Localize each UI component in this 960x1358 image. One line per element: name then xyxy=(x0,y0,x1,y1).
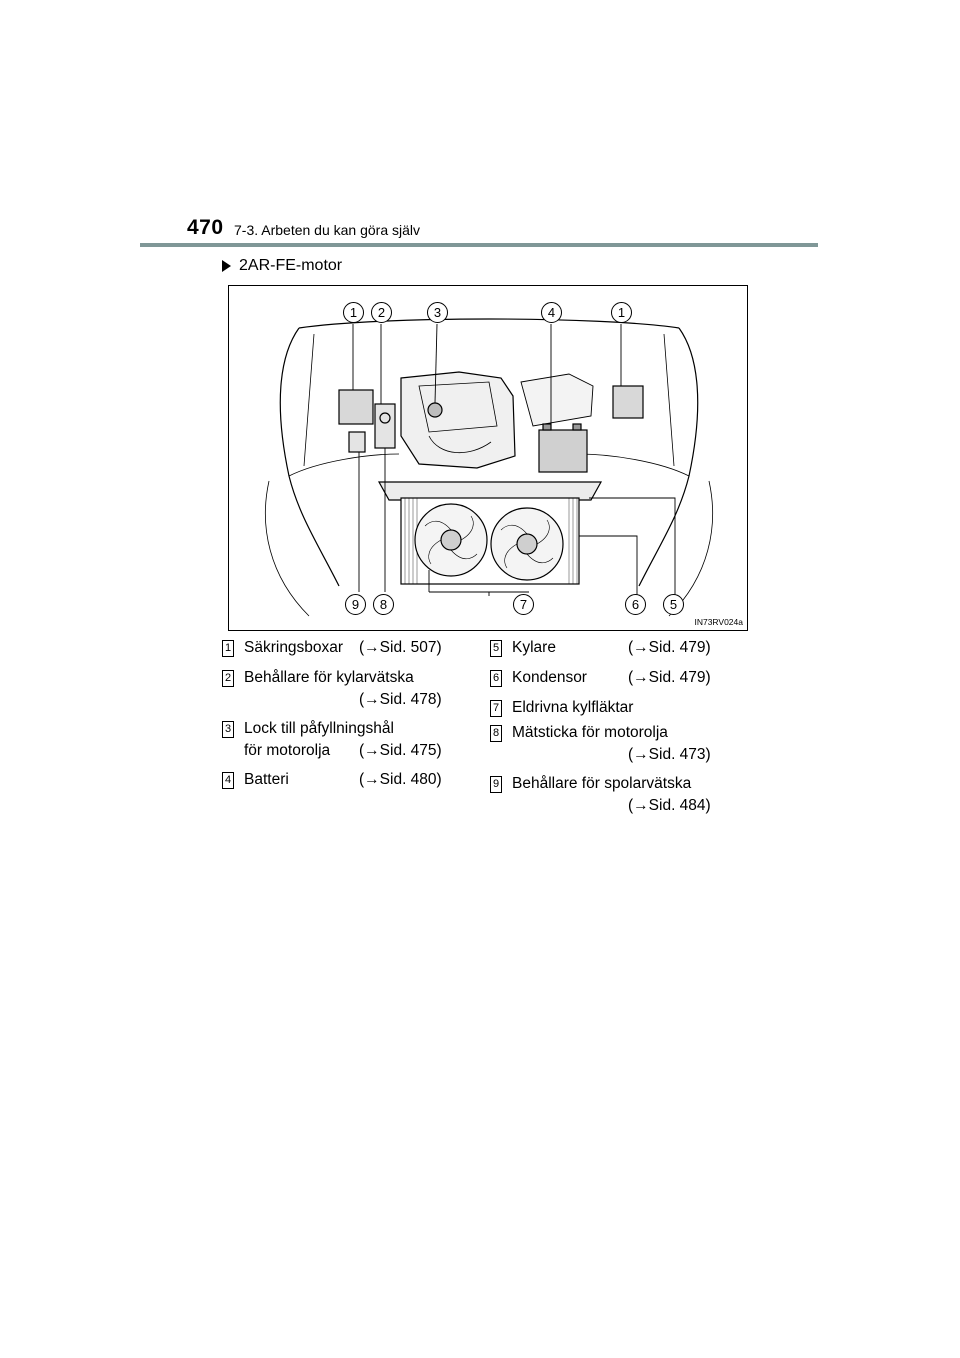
legend-ref: (→Sid. 478) xyxy=(359,691,442,708)
legend-label: Eldrivna kylfläktar xyxy=(512,699,634,716)
legend-right: 5 Kylare (→Sid. 479) 6 Kondensor (→Sid. … xyxy=(490,637,735,824)
legend-number: 4 xyxy=(222,772,234,789)
legend-item: 8 Mätsticka för motorolja (→Sid. 473) xyxy=(490,722,735,773)
engine-block xyxy=(400,371,516,469)
subsection-heading: 2AR-FE-motor xyxy=(222,257,342,275)
legend-ref: (→Sid. 507) xyxy=(359,639,442,656)
legend-label: Kondensor xyxy=(512,669,587,686)
legend-label: Lock till påfyllningshål xyxy=(244,720,394,737)
legend-ref: (→Sid. 484) xyxy=(628,797,711,814)
engine-bay-illustration: 1 2 3 4 1 9 8 7 6 5 IN73RV024a xyxy=(228,285,748,631)
battery xyxy=(538,429,588,473)
legend-number: 1 xyxy=(222,640,234,657)
legend-label-continued: för motorolja xyxy=(244,742,331,759)
legend-ref: (→Sid. 475) xyxy=(359,742,442,759)
legend-ref: (→Sid. 479) xyxy=(628,639,711,656)
legend-label: Batteri xyxy=(244,771,289,788)
legend-number: 9 xyxy=(490,776,502,793)
callout-1b: 1 xyxy=(611,302,632,323)
legend-number: 3 xyxy=(222,721,234,738)
legend-item: 2 Behållare för kylarvätska (→Sid. 478) xyxy=(222,667,467,718)
section-title: 7-3. Arbeten du kan göra själv xyxy=(234,222,421,238)
legend-item: 1 Säkringsboxar (→Sid. 507) xyxy=(222,637,467,667)
legend-ref: (→Sid. 473) xyxy=(628,746,711,763)
legend-left: 1 Säkringsboxar (→Sid. 507) 2 Behållare … xyxy=(222,637,467,799)
callout-8: 8 xyxy=(373,594,394,615)
callout-3: 3 xyxy=(427,302,448,323)
legend-ref: (→Sid. 480) xyxy=(359,771,442,788)
figure-id: IN73RV024a xyxy=(694,617,743,627)
legend-number: 8 xyxy=(490,725,502,742)
legend-label: Kylare xyxy=(512,639,556,656)
legend-label: Behållare för kylarvätska xyxy=(244,669,414,686)
callout-1: 1 xyxy=(343,302,364,323)
legend-label: Behållare för spolarvätska xyxy=(512,775,692,792)
callout-4: 4 xyxy=(541,302,562,323)
coolant-reservoir xyxy=(374,403,396,449)
fuse-box-left xyxy=(338,389,374,425)
washer-fluid-reservoir xyxy=(348,431,366,453)
page-number: 470 xyxy=(187,216,224,239)
legend-number: 5 xyxy=(490,640,502,657)
legend-ref: (→Sid. 479) xyxy=(628,669,711,686)
subsection-title: 2AR-FE-motor xyxy=(239,257,343,274)
fuse-box-right xyxy=(612,385,644,419)
page-header: 470 7-3. Arbeten du kan göra själv xyxy=(0,0,960,250)
legend-item: 3 Lock till påfyllningshål för motorolja… xyxy=(222,718,467,769)
callout-6: 6 xyxy=(625,594,646,615)
triangle-right-icon xyxy=(222,260,231,272)
legend-number: 6 xyxy=(490,670,502,687)
legend-item: 7 Eldrivna kylfläktar xyxy=(490,697,735,722)
callout-7: 7 xyxy=(513,594,534,615)
legend-item: 4 Batteri (→Sid. 480) xyxy=(222,769,467,799)
legend-item: 6 Kondensor (→Sid. 479) xyxy=(490,667,735,697)
legend-item: 5 Kylare (→Sid. 479) xyxy=(490,637,735,667)
callout-5: 5 xyxy=(663,594,684,615)
engine-bay-drawing xyxy=(264,318,714,617)
oil-filler-cap xyxy=(427,402,443,418)
legend-number: 2 xyxy=(222,670,234,687)
legend-number: 7 xyxy=(490,700,502,717)
callout-2: 2 xyxy=(371,302,392,323)
legend-label: Säkringsboxar xyxy=(244,639,344,656)
header-divider xyxy=(140,243,818,247)
legend-label: Mätsticka för motorolja xyxy=(512,724,668,741)
callout-9: 9 xyxy=(345,594,366,615)
legend-item: 9 Behållare för spolarvätska (→Sid. 484) xyxy=(490,773,735,824)
